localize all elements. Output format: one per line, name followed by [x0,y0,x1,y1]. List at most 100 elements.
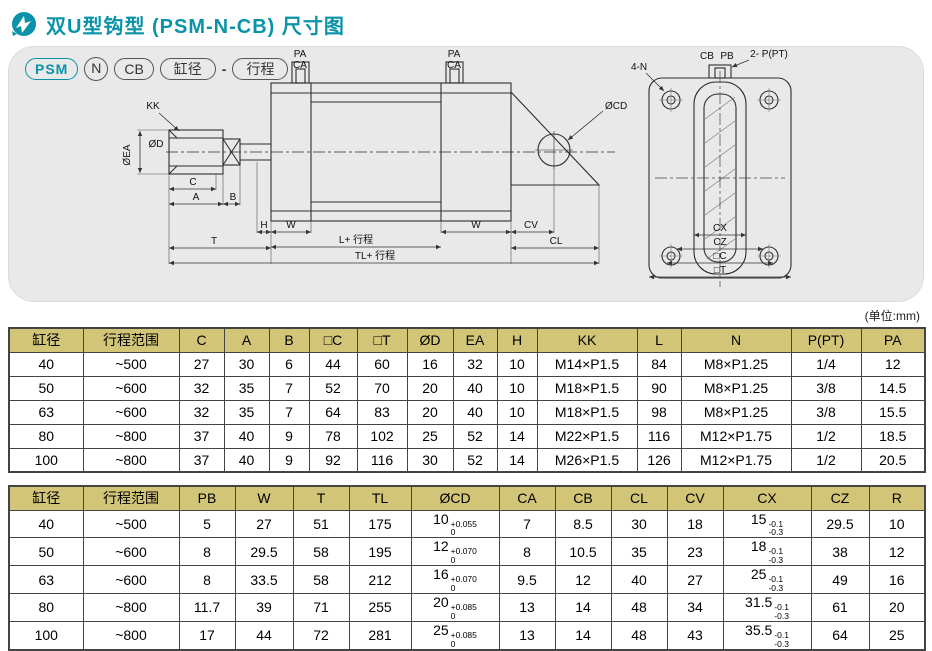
column-header: ØD [406,327,454,353]
dim-label-l-stroke: L+ 行程 [339,233,373,246]
column-header: CZ [810,485,870,511]
column-header: R [868,485,926,511]
dim-label-w: W [471,220,481,231]
drawing-panel: PSM N CB 缸径 - 行程 [8,46,924,302]
column-header: T [292,485,350,511]
table-cell: 10 [496,399,538,425]
table-cell: M8×P1.25 [680,351,792,377]
table-cell: 14 [554,593,612,622]
column-header: CV [666,485,724,511]
dim-label-cz: CZ [713,237,726,248]
table-cell: 39 [234,593,294,622]
dim-label-4n: 4-N [631,62,647,73]
table-cell: M18×P1.5 [536,375,638,401]
column-header: A [223,327,270,353]
dim-label-tl-stroke: TL+ 行程 [355,249,395,262]
dim-label-d: ØD [149,139,164,150]
table-cell: 63 [8,565,84,595]
page-title: 双U型钩型 (PSM-N-CB) 尺寸图 [46,16,345,38]
table-cell: 32 [178,375,225,401]
dim-label-kk: KK [146,101,160,112]
table-cell: 1/2 [790,423,862,449]
table-cell: 29.5 [810,509,870,539]
table-cell: 102 [356,423,408,449]
table-cell: M8×P1.25 [680,375,792,401]
table-cell: 3/8 [790,375,862,401]
table-cell: M14×P1.5 [536,351,638,377]
table-cell: 14 [554,620,612,651]
column-header: □T [356,327,408,353]
table-cell: 116 [356,447,408,473]
table-cell: 9 [268,447,310,473]
table-cell: 43 [666,620,724,651]
table-cell: 10 [868,509,926,539]
column-header: KK [536,327,638,353]
dim-label-sq-c: □C [713,251,726,262]
table-cell: 25 [406,423,454,449]
table-cell: 13 [498,620,556,651]
tolerance-value: -0.1-0.3 [774,629,789,649]
table-cell: 6 [268,351,310,377]
table-cell: 18.5 [860,423,926,449]
dim-label-ea: ØEA [122,144,133,165]
dim-label-sq-t: □T [714,265,726,276]
table-cell: 61 [810,593,870,622]
table-cell: 92 [308,447,358,473]
table-cell: 64 [308,399,358,425]
table-cell: M22×P1.5 [536,423,638,449]
table-cell: 195 [348,537,412,567]
table-cell: 255 [348,593,412,622]
table-cell: 80 [8,593,84,622]
table-cell: 12 [860,351,926,377]
column-header: N [680,327,792,353]
tolerance-value: -0.1-0.3 [768,518,784,538]
table-cell: 100 [8,447,84,473]
table-cell: 35 [223,399,270,425]
table-cell: 35 [223,375,270,401]
tolerance-value: -0.1-0.3 [768,546,784,566]
table-cell: 60 [356,351,408,377]
table-cell: 14.5 [860,375,926,401]
dim-label-ca: CA [293,60,307,71]
table-cell: 58 [292,537,350,567]
column-header: CB [554,485,612,511]
table-cell: 15.5 [860,399,926,425]
column-header: 行程范围 [82,327,180,353]
table-cell: 80 [8,423,84,449]
column-header: 缸径 [8,327,84,353]
table-cell: ~800 [82,593,180,622]
column-header: TL [348,485,412,511]
table-cell: 35.5-0.1-0.3 [722,620,812,651]
table-cell: 58 [292,565,350,595]
table-cell: 16 [406,351,454,377]
table-cell: 98 [636,399,682,425]
table-cell: 70 [356,375,408,401]
table-cell: ~500 [82,509,180,539]
table-cell: ~800 [82,620,180,651]
end-view-dimension-lines [649,232,791,280]
table-cell: 8 [178,565,236,595]
leader-lines [158,110,604,141]
table-cell: 8 [498,537,556,567]
table-cell: 27 [666,565,724,595]
table-cell: 40 [223,447,270,473]
table-cell: ~600 [82,399,180,425]
column-header: 行程范围 [82,485,180,511]
dim-label-cv: CV [524,220,538,231]
model-code-mount: CB [114,58,154,80]
model-code-type: N [84,57,109,81]
table-cell: 30 [223,351,270,377]
dim-label-w: W [286,220,296,231]
table-cell: 116 [636,423,682,449]
table-cell: 30 [406,447,454,473]
table-cell: 281 [348,620,412,651]
brand-logo-icon [10,11,37,38]
